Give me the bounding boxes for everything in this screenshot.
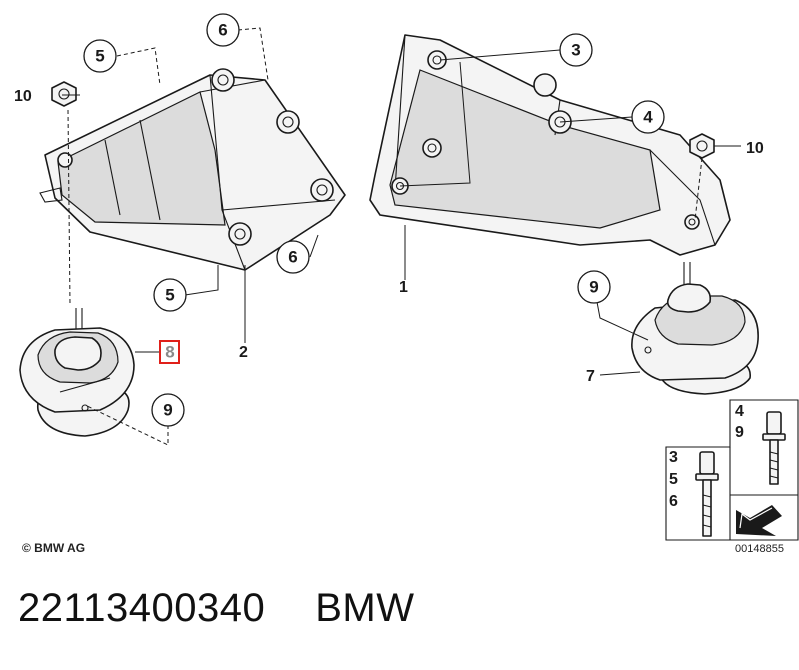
- svg-text:6: 6: [669, 493, 678, 510]
- callout-7: 7: [586, 368, 595, 385]
- callout-9-left: 9: [151, 393, 185, 427]
- direction-arrow-icon: [736, 505, 782, 536]
- svg-text:9: 9: [163, 401, 172, 420]
- left-engine-mount: [19, 308, 135, 437]
- svg-text:2: 2: [239, 344, 248, 361]
- svg-text:10: 10: [746, 140, 764, 157]
- callout-10-right: 10: [746, 140, 764, 157]
- svg-text:6: 6: [288, 248, 297, 267]
- svg-text:3: 3: [669, 449, 678, 466]
- left-hex-nut: [51, 81, 77, 107]
- callout-5-bottom: 5: [153, 278, 187, 312]
- brand-name: BMW: [315, 586, 415, 630]
- callout-4: 4: [631, 100, 665, 134]
- copyright-text: © BMW AG: [22, 541, 86, 555]
- callout-2: 2: [239, 344, 248, 361]
- callout-5-top: 5: [83, 39, 117, 73]
- diagram-number: 00148855: [735, 543, 784, 555]
- callout-8-highlighted: 8: [159, 340, 180, 364]
- svg-text:4: 4: [643, 108, 653, 127]
- svg-text:4: 4: [735, 403, 744, 420]
- right-engine-mount: [631, 262, 759, 395]
- svg-text:8: 8: [165, 343, 174, 362]
- long-bolt-icon: [762, 411, 786, 485]
- svg-text:6: 6: [218, 21, 227, 40]
- svg-text:9: 9: [735, 424, 744, 441]
- leader-lines: [62, 27, 741, 446]
- callout-6-bottom: 6: [276, 240, 310, 274]
- part-number: 22113400340: [18, 586, 266, 630]
- callout-9-right: 9: [577, 270, 611, 304]
- right-engine-bracket: [369, 34, 731, 256]
- callout-6-top: 6: [206, 13, 240, 47]
- callout-3: 3: [559, 33, 593, 67]
- svg-text:10: 10: [14, 88, 32, 105]
- callout-1: 1: [399, 279, 408, 296]
- footer: 22113400340 BMW: [18, 586, 415, 631]
- svg-text:9: 9: [589, 278, 598, 297]
- callout-10-left: 10: [14, 88, 32, 105]
- svg-text:3: 3: [571, 41, 580, 60]
- short-bolt-icon: [695, 451, 719, 537]
- fastener-legend: 4 9 3 5 6: [665, 399, 799, 541]
- left-engine-bracket: [39, 68, 346, 271]
- svg-text:5: 5: [669, 471, 678, 488]
- svg-text:5: 5: [95, 47, 104, 66]
- svg-text:5: 5: [165, 286, 174, 305]
- svg-text:1: 1: [399, 279, 408, 296]
- svg-text:7: 7: [586, 368, 595, 385]
- right-hex-nut: [689, 133, 715, 159]
